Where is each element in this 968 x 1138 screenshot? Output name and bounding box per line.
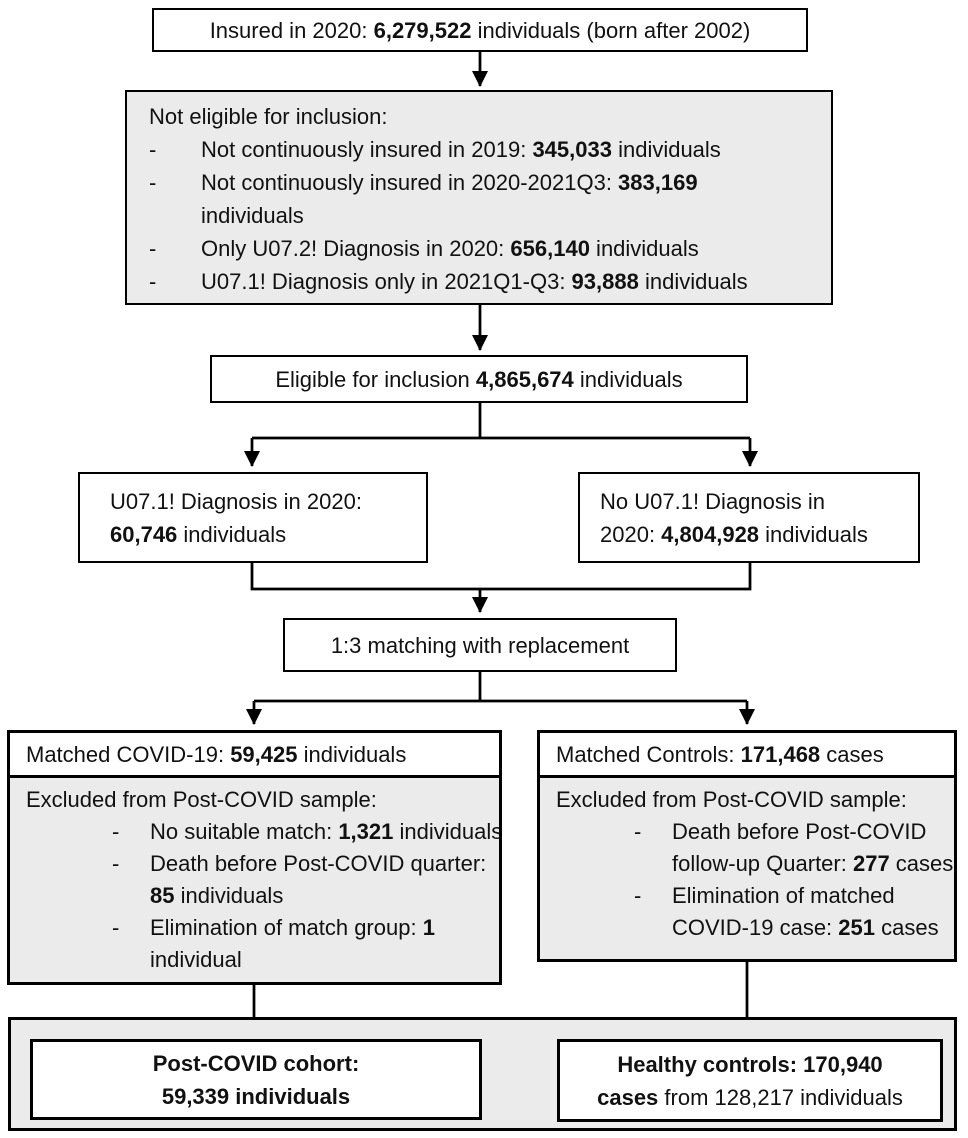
list-item: - No suitable match: 1,321 individuals: [26, 816, 499, 848]
bullet-dash: -: [112, 851, 120, 876]
bullet-dash: -: [149, 170, 157, 195]
bullet-dash: -: [112, 819, 120, 844]
list-item: - Death before Post-COVID quarter:85 ind…: [26, 848, 493, 912]
insured-box: Insured in 2020: 6,279,522 individuals (…: [152, 8, 808, 52]
final-results-container: Post-COVID cohort:59,339 individuals Hea…: [8, 1017, 957, 1131]
list-item: - Not continuously insured in 2019: 345,…: [149, 133, 823, 166]
connector-branches-merge-skeleton: [250, 563, 752, 591]
not-eligible-box: Not eligible for inclusion: - Not contin…: [125, 90, 833, 305]
bullet-dash: -: [634, 883, 642, 908]
insured-text: Insured in 2020: 6,279,522 individuals (…: [209, 17, 751, 43]
covid-branch-box: U07.1! Diagnosis in 2020:60,746 individu…: [78, 472, 428, 563]
post-covid-cohort-box: Post-COVID cohort:59,339 individuals: [30, 1039, 482, 1120]
matched-covid-excluded: Excluded from Post-COVID sample: - No su…: [10, 778, 499, 982]
matching-box: 1:3 matching with replacement: [283, 618, 677, 672]
list-item-text: Death before Post-COVID quarter:85 indiv…: [150, 851, 487, 908]
eligible-text: Eligible for inclusion 4,865,674 individ…: [275, 366, 683, 392]
post-covid-cohort-text: Post-COVID cohort:59,339 individuals: [152, 1050, 360, 1109]
list-item: - Not continuously insured in 2020-2021Q…: [149, 166, 823, 232]
list-item-text: U07.1! Diagnosis only in 2021Q1-Q3: 93,8…: [201, 269, 748, 294]
matched-controls-header: Matched Controls: 171,468 cases: [540, 733, 954, 778]
list-item: - U07.1! Diagnosis only in 2021Q1-Q3: 93…: [149, 265, 823, 298]
bullet-dash: -: [149, 236, 157, 261]
matched-covid-header: Matched COVID-19: 59,425 individuals: [10, 733, 499, 778]
excluded-title: Excluded from Post-COVID sample:: [556, 787, 907, 812]
bullet-dash: -: [112, 915, 120, 940]
matched-controls-excluded: Excluded from Post-COVID sample: - Death…: [540, 778, 954, 959]
connector-eligible-split-skeleton: [252, 403, 750, 440]
list-item: - Only U07.2! Diagnosis in 2020: 656,140…: [149, 232, 823, 265]
bullet-dash: -: [149, 269, 157, 294]
matched-covid-box: Matched COVID-19: 59,425 individuals Exc…: [7, 730, 502, 985]
matching-text: 1:3 matching with replacement: [330, 632, 630, 658]
eligible-box: Eligible for inclusion 4,865,674 individ…: [210, 355, 748, 403]
covid-branch-text: U07.1! Diagnosis in 2020:60,746 individu…: [110, 488, 362, 547]
connector-matching-split-skeleton: [254, 672, 747, 703]
excluded-title: Excluded from Post-COVID sample:: [26, 787, 377, 812]
matched-controls-box: Matched Controls: 171,468 cases Excluded…: [537, 730, 957, 962]
list-item-text: Only U07.2! Diagnosis in 2020: 656,140 i…: [201, 236, 699, 261]
list-item-text: No suitable match: 1,321 individuals: [150, 819, 502, 844]
list-item-text: Not continuously insured in 2020-2021Q3:…: [201, 170, 698, 228]
matched-covid-header-text: Matched COVID-19: 59,425 individuals: [26, 741, 407, 767]
not-eligible-title: Not eligible for inclusion:: [149, 104, 388, 129]
bullet-dash: -: [149, 137, 157, 162]
bullet-dash: -: [634, 819, 642, 844]
list-item-text: Not continuously insured in 2019: 345,03…: [201, 137, 721, 162]
matched-controls-header-text: Matched Controls: 171,468 cases: [556, 741, 884, 767]
